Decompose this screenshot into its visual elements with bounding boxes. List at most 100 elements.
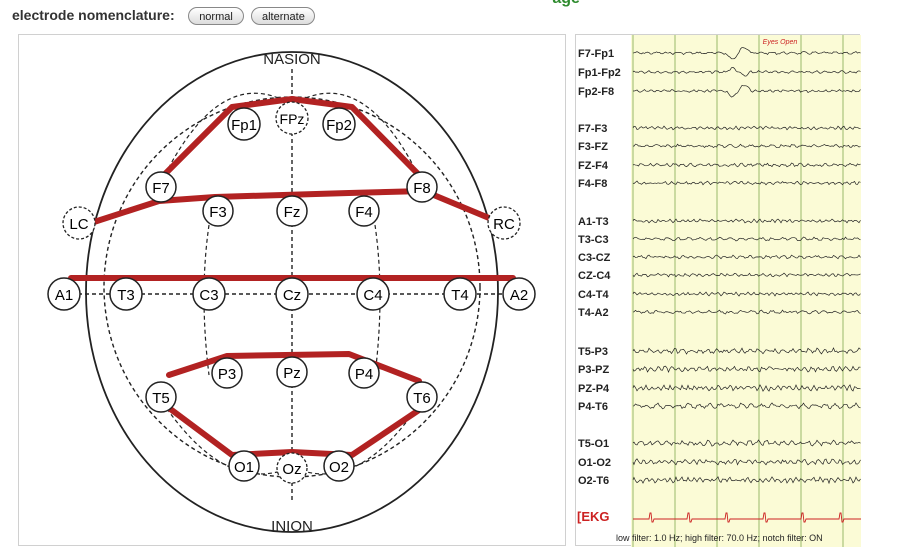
eeg-traces — [632, 47, 861, 485]
ekg-label: [EKG — [577, 509, 610, 524]
svg-text:O1: O1 — [234, 459, 254, 476]
channel-label-p3-pz: P3-PZ — [578, 364, 609, 376]
electrode-pz[interactable]: Pz — [276, 356, 308, 388]
electrode-t3[interactable]: T3 — [109, 277, 143, 311]
channel-label-t3-c3: T3-C3 — [578, 234, 609, 246]
channel-label-c3-cz: C3-CZ — [578, 252, 611, 264]
svg-text:Fp2: Fp2 — [326, 117, 352, 134]
svg-text:C4: C4 — [363, 287, 382, 304]
montage-diagram: NASION INION Fp1 Fp2 F7 F8 F3 Fz F4 A1 T… — [47, 51, 536, 535]
channel-label-o1-o2: O1-O2 — [578, 457, 611, 469]
electrode-t4[interactable]: T4 — [443, 277, 477, 311]
channel-label-fp2-f8: Fp2-F8 — [578, 86, 614, 98]
chain-parietal — [166, 351, 422, 384]
svg-text:A1: A1 — [55, 287, 73, 304]
trace-fp1-fp2 — [632, 67, 861, 77]
svg-text:Pz: Pz — [283, 365, 301, 382]
nomenclature-label: electrode nomenclature: — [12, 7, 175, 23]
channel-label-t5-o1: T5-O1 — [578, 438, 609, 450]
electrode-fz[interactable]: Fz — [276, 195, 308, 227]
trace-fp2-f8 — [632, 84, 861, 98]
electrode-fpz[interactable]: FPz — [275, 101, 309, 135]
electrode-a2[interactable]: A2 — [502, 277, 536, 311]
electrode-cz[interactable]: Cz — [275, 277, 309, 311]
trace-f3-fz — [632, 143, 861, 149]
inion-label: INION — [271, 518, 313, 535]
trace-t5-p3 — [632, 347, 861, 355]
electrode-f7[interactable]: F7 — [145, 171, 177, 203]
montage-diagram-panel: NASION INION Fp1 Fp2 F7 F8 F3 Fz F4 A1 T… — [18, 34, 566, 546]
channel-label-cz-c4: CZ-C4 — [578, 270, 611, 282]
channel-label-t5-p3: T5-P3 — [578, 346, 608, 358]
trace-f4-f8 — [632, 180, 861, 186]
channel-label-t4-a2: T4-A2 — [578, 307, 609, 319]
electrode-f8[interactable]: F8 — [406, 171, 438, 203]
electrode-p3[interactable]: P3 — [211, 357, 243, 389]
channel-label-fp1-fp2: Fp1-Fp2 — [578, 67, 621, 79]
electrode-c4[interactable]: C4 — [356, 277, 390, 311]
svg-text:Cz: Cz — [283, 287, 301, 304]
svg-text:T5: T5 — [152, 390, 170, 407]
electrode-p4[interactable]: P4 — [348, 357, 380, 389]
svg-text:F7: F7 — [152, 180, 170, 197]
electrode-f3[interactable]: F3 — [202, 195, 234, 227]
svg-text:C3: C3 — [199, 287, 218, 304]
channel-label-f7-f3: F7-F3 — [578, 123, 607, 135]
eeg-channel-labels: F7-Fp1Fp1-Fp2Fp2-F8F7-F3F3-FZFZ-F4F4-F8A… — [578, 48, 621, 487]
nasion-label: NASION — [263, 51, 321, 68]
electrode-t6[interactable]: T6 — [406, 381, 438, 413]
electrodes: Fp1 Fp2 F7 F8 F3 Fz F4 A1 T3 C3 Cz C4 T4… — [47, 101, 536, 484]
svg-text:RC: RC — [493, 216, 515, 233]
channel-label-p4-t6: P4-T6 — [578, 401, 608, 413]
trace-c3-cz — [632, 254, 861, 260]
trace-c4-t4 — [632, 291, 861, 297]
channel-label-c4-t4: C4-T4 — [578, 289, 609, 301]
frontal-arc — [158, 92, 425, 188]
channel-label-a1-t3: A1-T3 — [578, 216, 609, 228]
electrode-oz[interactable]: Oz — [276, 452, 308, 484]
electrode-f4[interactable]: F4 — [348, 195, 380, 227]
svg-text:F8: F8 — [413, 180, 431, 197]
ekg-trace — [633, 512, 861, 523]
eyes-open-annotation: Eyes Open — [763, 39, 798, 46]
trace-a1-t3 — [632, 218, 861, 224]
electrode-fp2[interactable]: Fp2 — [322, 107, 356, 141]
channel-label-f4-f8: F4-F8 — [578, 178, 607, 190]
normal-button[interactable]: normal — [188, 7, 244, 25]
svg-text:T4: T4 — [451, 287, 469, 304]
svg-text:T6: T6 — [413, 390, 431, 407]
electrode-c3[interactable]: C3 — [192, 277, 226, 311]
trace-t5-o1 — [632, 439, 861, 447]
trace-fz-f4 — [632, 162, 861, 168]
head-outline — [85, 51, 499, 533]
electrode-fp1[interactable]: Fp1 — [227, 107, 261, 141]
chain-frontopolar — [156, 96, 427, 183]
trace-pz-p4 — [632, 384, 861, 392]
electrode-lc[interactable]: LC — [62, 206, 96, 240]
filter-settings: low filter: 1.0 Hz; high filter: 70.0 Hz… — [616, 533, 823, 543]
trace-f7-f3 — [632, 125, 861, 131]
electrode-a1[interactable]: A1 — [47, 277, 81, 311]
svg-text:P4: P4 — [355, 366, 373, 383]
electrode-t5[interactable]: T5 — [145, 381, 177, 413]
alternate-button[interactable]: alternate — [251, 7, 315, 25]
svg-text:F3: F3 — [209, 204, 227, 221]
svg-text:Oz: Oz — [282, 461, 301, 478]
eeg-trace-view: F7-Fp1Fp1-Fp2Fp2-F8F7-F3F3-FZFZ-F4F4-F8A… — [577, 35, 861, 547]
channel-label-o2-t6: O2-T6 — [578, 475, 609, 487]
electrode-rc[interactable]: RC — [487, 206, 521, 240]
trace-t3-c3 — [632, 236, 861, 242]
svg-text:T3: T3 — [117, 287, 135, 304]
svg-text:P3: P3 — [218, 366, 236, 383]
trace-t4-a2 — [632, 309, 861, 315]
electrode-o2[interactable]: O2 — [323, 450, 355, 482]
svg-text:Fp1: Fp1 — [231, 117, 257, 134]
channel-label-f7-fp1: F7-Fp1 — [578, 48, 614, 60]
trace-f7-fp1 — [632, 47, 861, 60]
svg-text:Fz: Fz — [284, 204, 301, 221]
svg-text:O2: O2 — [329, 459, 349, 476]
eeg-trace-background — [631, 35, 861, 547]
chain-occipital — [166, 405, 422, 458]
electrode-o1[interactable]: O1 — [228, 450, 260, 482]
